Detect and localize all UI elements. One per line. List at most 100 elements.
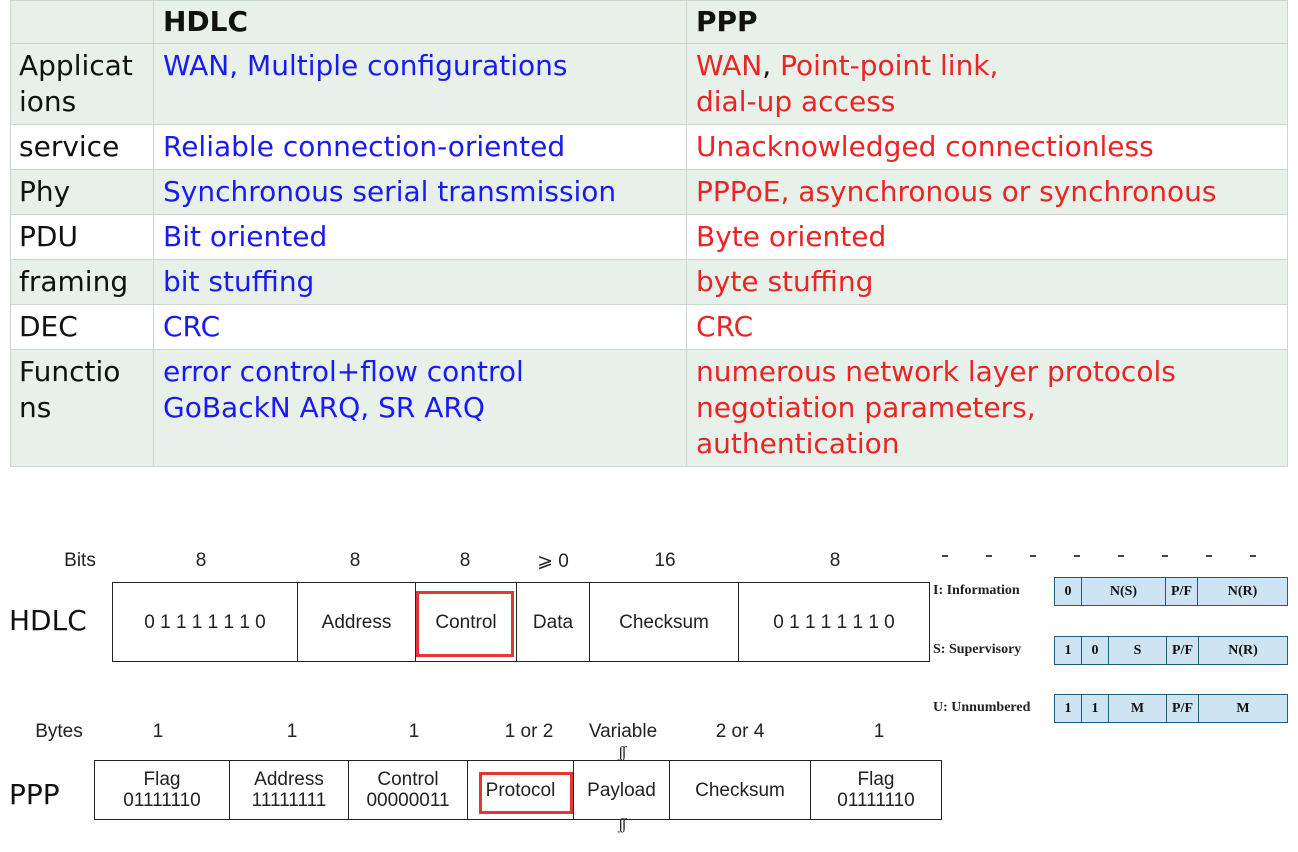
ppp-field-bits: 01111110 [837, 790, 915, 811]
control-subfield: P/F [1166, 578, 1198, 605]
ppp-field-bits: 01111110 [123, 790, 201, 811]
ppp-field-name: Protocol [485, 779, 556, 801]
control-bit: 0 [1082, 637, 1109, 664]
ppp-field-control: Control 00000011 [349, 761, 468, 819]
table-row: Functio ns error control+flow control Go… [10, 349, 1288, 467]
table-row: DEC CRC CRC [10, 304, 1288, 350]
control-bit: 1 [1082, 695, 1109, 722]
control-bit: 1 [1055, 695, 1082, 722]
ppp-field-bits: 11111111 [251, 790, 327, 811]
ppp-frame: Flag 01111110 Address 11111111 Control 0… [94, 760, 942, 820]
table-row: Phy Synchronous serial transmission PPPo… [10, 169, 1288, 215]
hdlc-frame-title: HDLC [9, 604, 87, 637]
row-label: Applicat ions [10, 43, 154, 125]
table-row: framing bit stuffing byte stuffing [10, 259, 1288, 305]
ppp-field-address: Address 11111111 [230, 761, 349, 819]
ppp-cell-part: Point-point link, dial-up access [696, 49, 999, 118]
ppp-protocol-highlight [479, 772, 573, 814]
hdlc-size-label: 8 [829, 550, 841, 571]
row-label: DEC [10, 304, 154, 350]
ppp-size-label: 1 or 2 [504, 721, 554, 742]
row-label: service [10, 124, 154, 170]
hdlc-cell: bit stuffing [153, 259, 687, 305]
ppp-field-flag: Flag 01111110 [95, 761, 230, 819]
hdlc-cell: Reliable connection-oriented [153, 124, 687, 170]
ppp-size-label: 1 [286, 721, 298, 742]
control-format-label: I: Information [933, 583, 1020, 598]
ppp-size-label: Variable [588, 721, 658, 742]
hdlc-size-label: 8 [459, 550, 471, 571]
hdlc-field-flag: 0 1 1 1 1 1 1 0 [113, 583, 298, 661]
ppp-frame-title: PPP [9, 778, 60, 811]
control-bit: 1 [1055, 637, 1082, 664]
ppp-cell: WAN, Point-point link, dial-up access [686, 43, 1288, 125]
header-ppp: PPP [686, 0, 1288, 44]
ppp-field-protocol: Protocol [468, 761, 574, 819]
ppp-field-flag: Flag 01111110 [811, 761, 941, 819]
header-blank-cell [10, 0, 154, 44]
ppp-size-label: 2 or 4 [715, 721, 765, 742]
hdlc-cell: error control+flow control GoBackN ARQ, … [153, 349, 687, 467]
hdlc-size-label: 8 [349, 550, 361, 571]
ppp-unit-label: Bytes [35, 721, 83, 742]
control-format-information: 0 N(S) P/F N(R) [1054, 577, 1288, 606]
ppp-field-name: Flag [143, 769, 181, 790]
control-subfield: M [1236, 700, 1250, 716]
control-subfield: N(S) [1082, 578, 1166, 605]
header-hdlc: HDLC [153, 0, 687, 44]
ppp-field-name: Control [377, 769, 439, 790]
ppp-cell: CRC [686, 304, 1288, 350]
control-format-supervisory: 1 0 S P/F N(R) [1054, 636, 1288, 665]
ppp-cell-separator: , [762, 49, 772, 82]
ppp-cell: numerous network layer protocols negotia… [686, 349, 1288, 467]
hdlc-field-flag: 0 1 1 1 1 1 1 0 [773, 611, 895, 633]
control-subfield: S [1109, 637, 1167, 664]
comparison-table: HDLC PPP Applicat ions WAN, Multiple con… [10, 0, 1288, 467]
hdlc-cell: CRC [153, 304, 687, 350]
row-label: Functio ns [10, 349, 154, 467]
hdlc-field-data: Data [517, 583, 590, 661]
control-format-unnumbered: 1 1 M P/F M [1054, 694, 1288, 723]
ppp-field-name: Payload [587, 779, 656, 801]
control-subfield: P/F [1167, 695, 1199, 722]
control-format-label: S: Supervisory [933, 642, 1022, 657]
hdlc-size-label: 8 [195, 550, 207, 571]
bit-position-ticks [942, 555, 1256, 557]
table-header-row: HDLC PPP [10, 0, 1288, 44]
hdlc-field-control: Control [416, 583, 517, 661]
control-subfield: N(R) [1227, 583, 1258, 599]
hdlc-cell: Bit oriented [153, 214, 687, 260]
ppp-size-label: 1 [873, 721, 885, 742]
control-subfield: N(R) [1228, 642, 1258, 658]
ppp-cell: byte stuffing [686, 259, 1288, 305]
ppp-field-bits: 00000011 [366, 790, 450, 811]
ppp-field-name: Flag [857, 769, 895, 790]
control-subfield: P/F [1167, 637, 1199, 664]
ppp-field-name: Checksum [695, 779, 785, 801]
ppp-cell: Byte oriented [686, 214, 1288, 260]
ppp-field-name: Address [254, 769, 324, 790]
hdlc-field-checksum: Checksum [590, 583, 739, 661]
payload-break-bottom-mark: ʃʃ [618, 816, 627, 833]
ppp-size-label: 1 [152, 721, 164, 742]
ppp-cell: PPPoE, asynchronous or synchronous [686, 169, 1288, 215]
row-label: Phy [10, 169, 154, 215]
hdlc-size-label: 16 [654, 550, 676, 571]
control-bit: 0 [1055, 578, 1082, 605]
payload-break-top-mark: ʃʃ [618, 744, 627, 761]
hdlc-size-label: ⩾ 0 [537, 551, 569, 572]
ppp-size-label: 1 [408, 721, 420, 742]
hdlc-field-address: Address [298, 583, 416, 661]
hdlc-cell: WAN, Multiple configurations [153, 43, 687, 125]
row-label: PDU [10, 214, 154, 260]
control-format-label: U: Unnumbered [933, 700, 1031, 715]
hdlc-unit-label: Bits [64, 550, 96, 571]
table-row: Applicat ions WAN, Multiple configuratio… [10, 43, 1288, 125]
table-row: PDU Bit oriented Byte oriented [10, 214, 1288, 260]
hdlc-control-highlight [416, 591, 514, 657]
row-label: framing [10, 259, 154, 305]
hdlc-frame: 0 1 1 1 1 1 1 0 Address Control Data Che… [112, 582, 930, 662]
control-subfield: M [1109, 695, 1167, 722]
ppp-field-payload: Payload [574, 761, 670, 819]
ppp-field-checksum: Checksum [670, 761, 811, 819]
